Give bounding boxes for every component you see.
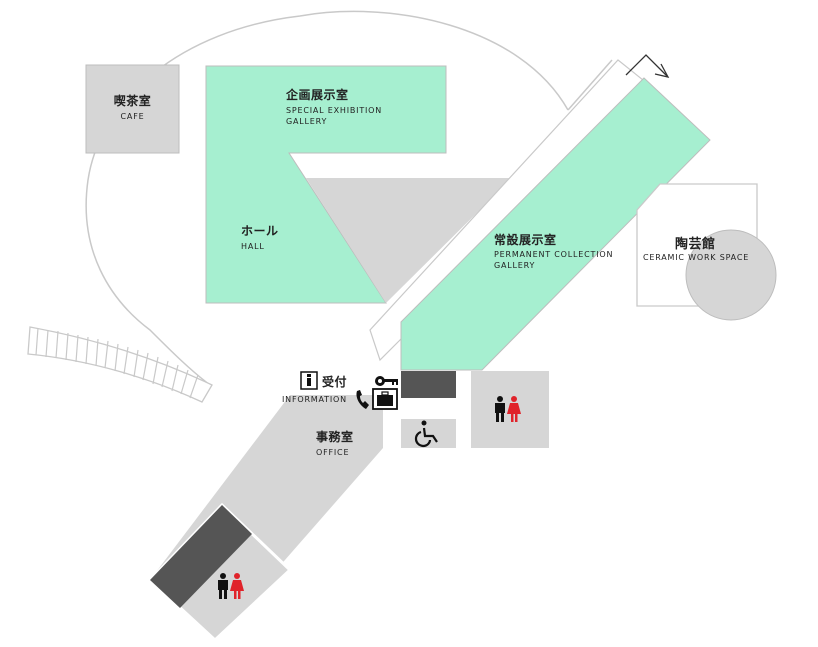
storage-dark-block (401, 371, 456, 398)
special-gallery-label-jp: 企画展示室 (286, 88, 349, 102)
ceramic-kiln-circle (685, 229, 777, 321)
special-gallery-label-en-1: SPECIAL EXHIBITION (286, 106, 383, 115)
cafe-label-en: CAFE (120, 112, 145, 121)
cafe-label-jp: 喫茶室 (113, 94, 152, 108)
phone-icon (356, 390, 369, 409)
office-label-jp: 事務室 (316, 430, 354, 444)
courtyard-triangle (306, 178, 512, 303)
site-outline-edge (567, 59, 613, 111)
restroom-icon (495, 396, 521, 422)
information-label-en: INFORMATION (282, 395, 347, 404)
permanent-gallery-label-jp: 常設展示室 (494, 233, 557, 247)
ceramic-label-jp: 陶芸館 (675, 237, 716, 252)
restroom-icon-lower (218, 573, 244, 599)
office-label-en: OFFICE (316, 448, 350, 457)
info-icon (300, 371, 318, 390)
permanent-gallery-label-en-2: GALLERY (494, 261, 536, 270)
cafe-room (85, 64, 180, 154)
information-label-jp: 受付 (322, 375, 348, 389)
special-exhibition-gallery-room (205, 65, 447, 304)
storage-dark-room (150, 505, 252, 608)
ceramic-label-en: CERAMIC WORK SPACE (643, 253, 750, 262)
entrance-arrow-icon (625, 54, 669, 78)
hall-label-en: HALL (241, 242, 265, 251)
key-icon (375, 376, 398, 386)
permanent-gallery-label-en-1: PERMANENT COLLECTION (494, 250, 614, 259)
locker-icon (372, 388, 398, 410)
walkway (27, 326, 213, 403)
wheelchair-icon (414, 420, 438, 448)
permanent-collection-gallery-room (400, 77, 711, 371)
hall-label-jp: ホール (241, 224, 279, 238)
special-gallery-label-en-2: GALLERY (286, 117, 328, 126)
